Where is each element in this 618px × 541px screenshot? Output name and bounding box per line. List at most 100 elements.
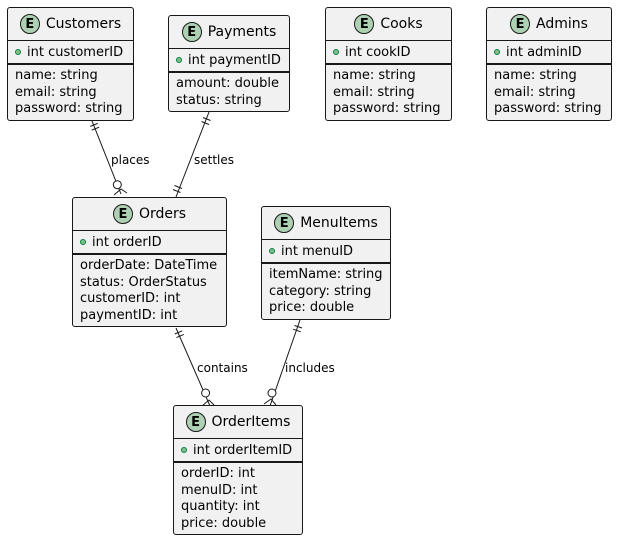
attribute: price: double (181, 515, 267, 531)
entity-title: Cooks (380, 16, 423, 32)
primary-key-icon (80, 239, 86, 245)
entity-badge-icon: E (354, 14, 375, 34)
attribute: amount: double (176, 76, 279, 91)
primary-key-label: int orderItemID (193, 442, 293, 458)
entity-badge-icon: E (112, 204, 133, 224)
rel-end-many-orders (113, 188, 128, 196)
attribute: name: string (494, 68, 577, 83)
attribute-list: name: string email: string password: str… (487, 65, 611, 120)
entity-header: E Cooks (326, 8, 451, 41)
attribute: itemName: string (269, 267, 383, 282)
primary-key-label: int customerID (27, 44, 124, 60)
primary-key-icon (176, 57, 182, 63)
attribute: menuID: int (181, 482, 258, 498)
attribute: password: string (494, 101, 602, 116)
attribute: email: string (494, 84, 576, 100)
attribute: orderDate: DateTime (80, 258, 218, 273)
rel-end-many-orderitems (201, 399, 215, 407)
rel-label-contains: contains (197, 361, 248, 375)
entity-title: Admins (536, 16, 588, 32)
rel-end-many-orderitems-2 (263, 398, 277, 406)
entity-header: E Customers (8, 8, 133, 41)
attribute: orderID: int (181, 466, 255, 481)
primary-key-row: int customerID (8, 41, 133, 65)
rel-end-one-orders-c2 (176, 333, 184, 339)
entity-orderitems[interactable]: E OrderItems int orderItemID orderID: in… (173, 405, 303, 535)
entity-title: Orders (138, 206, 187, 222)
primary-key-icon (15, 49, 21, 55)
primary-key-icon (269, 248, 275, 254)
attribute: password: string (15, 101, 123, 116)
rel-end-one-payments (202, 117, 211, 121)
attribute-list: name: string email: string password: str… (8, 65, 133, 120)
primary-key-row: int orderID (73, 231, 226, 255)
entity-menuitems[interactable]: E MenuItems int menuID itemName: string … (261, 206, 391, 320)
rel-label-includes: includes (285, 361, 335, 375)
primary-key-row: int menuID (262, 240, 390, 264)
entity-header: E Orders (73, 198, 226, 231)
attribute: price: double (269, 300, 355, 315)
entity-header: E Admins (487, 8, 611, 41)
attribute: paymentID: int (80, 307, 178, 323)
rel-end-one-orders (174, 185, 183, 189)
primary-key-label: int orderID (92, 234, 162, 250)
entity-header: E MenuItems (262, 207, 390, 240)
entity-header: E OrderItems (174, 406, 302, 439)
primary-key-label: int adminID (506, 44, 582, 60)
primary-key-icon (181, 447, 187, 453)
attribute: customerID: int (80, 291, 181, 306)
entity-badge-icon: E (181, 22, 202, 42)
rel-end-zero-orderitems (201, 388, 211, 398)
attribute: status: OrderStatus (80, 274, 207, 290)
attribute-list: orderID: int menuID: int quantity: int p… (174, 463, 302, 534)
entity-admins[interactable]: E Admins int adminID name: string email:… (486, 7, 612, 121)
rel-end-one-orders-c (174, 330, 183, 335)
primary-key-label: int paymentID (188, 52, 281, 68)
primary-key-row: int adminID (487, 41, 611, 65)
attribute: name: string (333, 68, 416, 83)
entity-title: Payments (207, 24, 277, 40)
rel-end-zero-orders (112, 180, 122, 190)
entity-orders[interactable]: E Orders int orderID orderDate: DateTime… (72, 197, 227, 327)
entity-badge-icon: E (19, 14, 40, 34)
primary-key-icon (494, 49, 500, 55)
attribute: status: string (176, 92, 262, 108)
rel-line-settles (175, 111, 210, 198)
attribute: name: string (15, 68, 98, 83)
primary-key-row: int paymentID (169, 49, 289, 73)
attribute: password: string (333, 101, 441, 116)
primary-key-row: int cookID (326, 41, 451, 65)
attribute: email: string (333, 84, 415, 100)
entity-header: E Payments (169, 16, 289, 49)
rel-end-zero-orderitems-2 (267, 388, 277, 398)
attribute: category: string (269, 283, 372, 299)
attribute-list: amount: double status: string (169, 73, 289, 111)
entity-customers[interactable]: E Customers int customerID name: string … (7, 7, 134, 121)
rel-end-one-orders-2 (172, 189, 181, 193)
primary-key-label: int menuID (281, 243, 354, 259)
entity-badge-icon: E (185, 412, 206, 432)
entity-badge-icon: E (274, 213, 295, 233)
entity-title: MenuItems (300, 215, 378, 231)
rel-end-one-customers-2 (91, 126, 100, 131)
primary-key-label: int cookID (345, 44, 411, 60)
rel-end-one-menuitems-2 (293, 328, 301, 333)
primary-key-row: int orderItemID (174, 439, 302, 463)
rel-end-one-customers (90, 122, 98, 127)
rel-end-one-menuitems (294, 325, 303, 329)
attribute-list: itemName: string category: string price:… (262, 264, 390, 319)
entity-cooks[interactable]: E Cooks int cookID name: string email: s… (325, 7, 452, 121)
attribute-list: orderDate: DateTime status: OrderStatus … (73, 255, 226, 326)
entity-badge-icon: E (510, 14, 531, 34)
primary-key-icon (333, 49, 339, 55)
attribute: email: string (15, 84, 97, 100)
attribute-list: name: string email: string password: str… (326, 65, 451, 120)
rel-end-one-payments-2 (201, 121, 210, 125)
rel-label-places: places (111, 153, 150, 167)
entity-payments[interactable]: E Payments int paymentID amount: double … (168, 15, 290, 112)
rel-label-settles: settles (194, 153, 235, 167)
attribute: quantity: int (181, 499, 260, 514)
entity-title: Customers (45, 16, 122, 32)
